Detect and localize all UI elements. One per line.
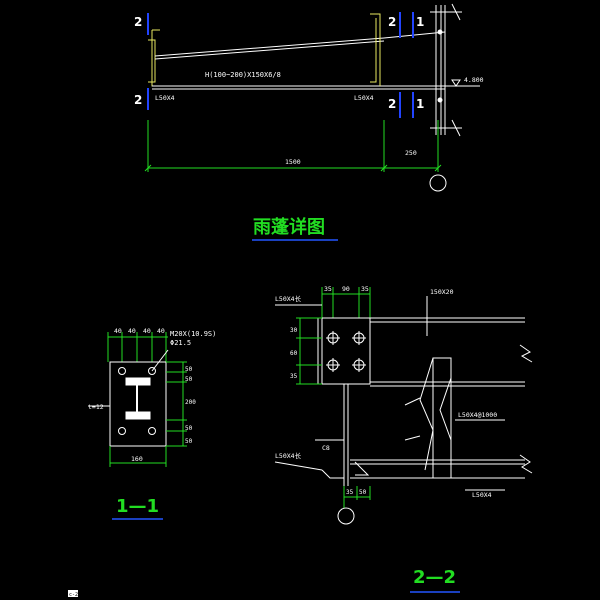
break-symbol xyxy=(519,344,533,363)
footer-tag: c-2 xyxy=(69,592,78,598)
bolt-dot xyxy=(437,29,443,35)
connection-plate xyxy=(321,317,371,385)
bolt-dot xyxy=(437,97,443,103)
angle-bottom-leader xyxy=(274,461,323,471)
dim-bottom-2: 50 xyxy=(359,489,367,496)
dim-total: 1500 xyxy=(285,158,301,166)
dim-top-3: 40 xyxy=(143,327,151,335)
bolt-label: M20X(10.9S) xyxy=(170,330,216,338)
top-view-text: 2 2 2 2 1 1 H(100~200)X150X6/8 L50X4 L50… xyxy=(134,15,484,166)
dim-top-4: 40 xyxy=(157,327,165,335)
axis-bubble xyxy=(429,174,447,192)
break-symbol-bottom xyxy=(430,119,462,137)
section-mark-2-top: 2 xyxy=(134,15,142,29)
bolt-hole xyxy=(148,367,156,375)
angle-right-label: L50X4 xyxy=(472,491,492,499)
dim-right-4: 50 xyxy=(185,425,193,432)
bolt-hole xyxy=(148,427,156,435)
dim-top-3: 35 xyxy=(361,285,369,293)
angle-label-left: L50X4 xyxy=(155,94,175,102)
section-2-view xyxy=(274,287,533,525)
dim-short: 250 xyxy=(405,149,417,157)
right-end-channel xyxy=(370,13,381,86)
dim-left-2: 60 xyxy=(290,350,298,357)
dim-right-5: 50 xyxy=(185,438,193,445)
left-end-channel xyxy=(151,29,160,87)
brace-label: L50X4@1000 xyxy=(458,411,497,419)
section-mark-2-right-bottom: 2 xyxy=(388,97,396,111)
break-symbol-top xyxy=(430,3,462,21)
section-2-title: 2—2 xyxy=(413,567,456,588)
elevation-triangle xyxy=(451,79,461,87)
beam-flange-bottom xyxy=(125,411,151,420)
section-2-text: 35 90 35 150X20 L50X4长 30 60 35 L50X4@10… xyxy=(275,285,497,593)
angle-label-right: L50X4 xyxy=(354,94,374,102)
section-mark-2-right-top: 2 xyxy=(388,15,396,29)
main-title: 雨蓬详图 xyxy=(253,216,325,238)
dim-tick xyxy=(144,164,152,172)
c-label: C8 xyxy=(322,444,330,452)
dim-right-2: 50 xyxy=(185,376,193,383)
footer-tag-box xyxy=(68,590,78,597)
brace-line xyxy=(419,357,434,471)
elevation-label: 4.800 xyxy=(464,76,484,84)
section-1-view xyxy=(88,332,187,467)
dim-tick xyxy=(434,164,442,172)
angle-bottom xyxy=(321,469,344,479)
dim-right-3: 200 xyxy=(185,399,196,406)
section-mark-2-bottom: 2 xyxy=(134,93,142,107)
width-label: 160 xyxy=(131,455,143,463)
dim-left-3: 35 xyxy=(290,373,298,380)
top-view xyxy=(144,3,480,192)
dim-right-1: 50 xyxy=(185,366,193,373)
hole-label: Φ21.5 xyxy=(170,339,191,347)
angle-top-label: L50X4长 xyxy=(275,294,302,303)
section-1-text: 40 40 40 40 M20X(10.9S) Φ21.5 50 50 200 … xyxy=(88,327,216,520)
bolt-crosshairs xyxy=(326,331,366,372)
dim-bottom-1: 35 xyxy=(346,489,354,496)
section-1-title: 1—1 xyxy=(116,496,159,517)
left-end-stiffener xyxy=(148,39,156,83)
break-symbol xyxy=(519,454,533,474)
angle-section xyxy=(354,461,370,476)
dim-top-2: 40 xyxy=(128,327,136,335)
beam-top-flange-inner xyxy=(154,40,385,60)
beam-top-flange xyxy=(154,37,385,57)
leader-arrow xyxy=(404,397,421,441)
dim-top-1: 40 xyxy=(114,327,122,335)
beam-label: H(100~200)X150X6/8 xyxy=(205,71,281,79)
plate-edge xyxy=(317,317,323,385)
dim-tick xyxy=(380,164,388,172)
end-plate xyxy=(109,361,167,447)
bolt-hole xyxy=(118,367,126,375)
beam-flange-top xyxy=(125,377,151,386)
right-end-stiffener xyxy=(370,18,377,83)
bolt-leader xyxy=(151,349,169,372)
beam-top-extension xyxy=(383,31,446,39)
dim-left-1: 30 xyxy=(290,327,298,334)
beam-label: 150X20 xyxy=(430,288,454,296)
dim-top-1: 35 xyxy=(324,285,332,293)
axis-bubble xyxy=(337,507,355,525)
angle-bottom-label: L50X4长 xyxy=(275,451,302,460)
dim-top-2: 90 xyxy=(342,285,350,293)
section-mark-1-bottom: 1 xyxy=(416,97,424,111)
plate-label: t=12 xyxy=(88,403,104,411)
brace-line xyxy=(439,377,452,441)
bolt-hole xyxy=(118,427,126,435)
section-mark-1-top: 1 xyxy=(416,15,424,29)
